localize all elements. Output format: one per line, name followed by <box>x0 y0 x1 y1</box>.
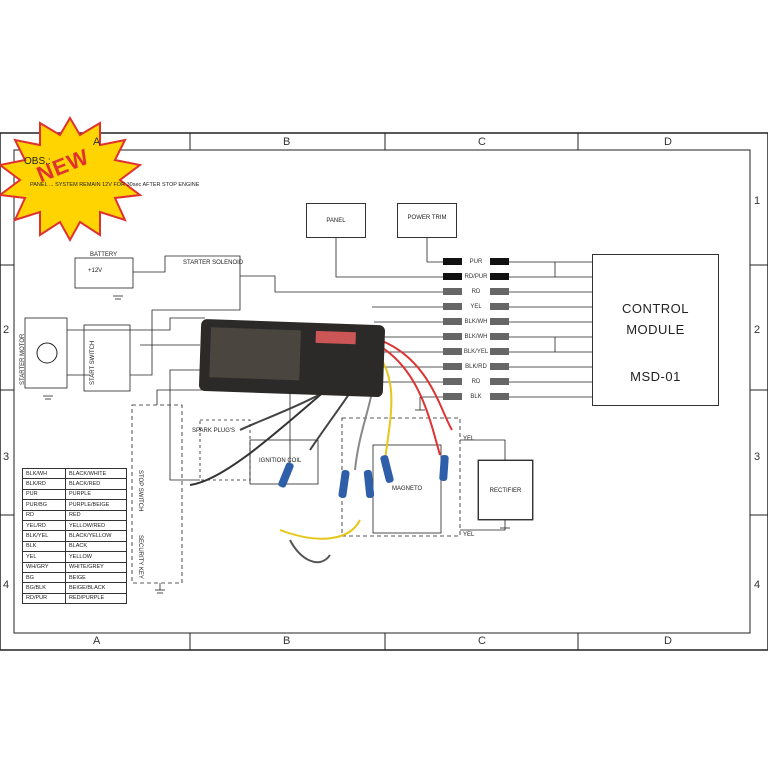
rectifier-label: RECTIFIER <box>489 488 522 494</box>
starter-motor-label: STARTER MOTOR <box>20 333 26 385</box>
legend-color-name: RED <box>65 509 127 521</box>
panel-box: PANEL <box>306 203 366 238</box>
battery-label: BATTERY <box>90 252 118 258</box>
legend-color-name: RED/PURPLE <box>65 592 127 605</box>
grid-row-3: 3 <box>754 451 761 463</box>
new-badge-starburst <box>0 116 143 243</box>
legend-code: PUR/BG <box>22 499 66 511</box>
grid-row-2-left: 2 <box>3 324 10 336</box>
grid-col-c-top: C <box>478 136 486 148</box>
legend-color-name: BLACK/WHITE <box>65 467 127 480</box>
legend-color-name: BEIGE <box>65 571 127 584</box>
grid-col-d-top: D <box>664 136 672 148</box>
battery-voltage: +12V <box>88 268 103 274</box>
wire-label-7: BLK/YEL <box>463 349 489 355</box>
legend-code: RD/PUR <box>22 592 66 605</box>
wire-label-9: RD <box>471 379 481 385</box>
legend-code: YEL <box>22 551 66 563</box>
wire-label-4: YEL <box>470 304 482 310</box>
legend-color-name: PURPLE/BEIGE <box>65 499 127 511</box>
legend-color-name: BLACK <box>65 540 127 553</box>
legend-code: RD <box>22 509 66 521</box>
stop-switch-label: STOP SWITCH <box>137 470 143 512</box>
control-module-box: CONTROL MODULE MSD-01 <box>592 254 719 406</box>
start-switch-label: START SWITCH <box>90 340 96 385</box>
legend-color-name: WHITE/GREY <box>65 561 127 573</box>
grid-col-b-bottom: B <box>283 635 291 647</box>
grid-row-1: 1 <box>754 195 761 207</box>
cdi-unit <box>199 319 385 398</box>
wire-label-10: BLK <box>470 394 482 400</box>
control-module-line1: CONTROL <box>621 301 690 316</box>
wire-label-6: BLK/WH <box>464 334 488 340</box>
connector-strip <box>443 258 509 400</box>
wire-label-8: BLK/RD <box>465 364 487 370</box>
legend-color-name: PURPLE <box>65 488 127 501</box>
terminal-caps <box>278 454 449 499</box>
legend-code: BG/BLK <box>22 582 66 594</box>
panel-label: PANEL <box>326 218 346 224</box>
grid-col-d-bottom: D <box>664 635 672 647</box>
rectifier-box: RECTIFIER <box>478 460 533 520</box>
legend-color-name: BEIGE/BLACK <box>65 582 127 594</box>
grid-col-a-bottom: A <box>93 635 101 647</box>
legend-color-name: YELLOW/RED <box>65 519 127 532</box>
control-module-line2: MODULE <box>626 322 685 337</box>
control-module-model: MSD-01 <box>630 369 681 384</box>
inner-frame <box>13 149 751 634</box>
legend-code: WH/GRY <box>22 561 66 573</box>
legend-code: BLK <box>22 540 66 553</box>
obs-note: PANEL ... SYSTEM REMAIN 12V FOR 30sec AF… <box>30 182 200 188</box>
legend-color-name: BLACK/RED <box>65 478 127 490</box>
power-trim-box: POWER TRIM <box>397 203 457 238</box>
grid-row-4: 4 <box>754 579 761 591</box>
legend-color-name: BLACK/YELLOW <box>65 530 127 542</box>
grid-row-4-left: 4 <box>3 579 10 591</box>
grid-row-3-left: 3 <box>3 451 10 463</box>
magneto-label: MAGNETO <box>392 486 423 492</box>
grid-col-b-top: B <box>283 136 291 148</box>
wire-label-1: PUR <box>469 259 483 265</box>
security-key-label: SECURITY KEY <box>137 535 143 579</box>
legend-code: YEL/RD <box>22 519 66 532</box>
grid-col-c-bottom: C <box>478 635 486 647</box>
legend-code: PUR <box>22 488 66 501</box>
obs-label: OBS.: <box>24 156 51 167</box>
legend-code: BLK/RD <box>22 478 66 490</box>
wire-label-3: RD <box>471 289 481 295</box>
grid-col-a-top: A <box>93 136 101 148</box>
legend-code: BLK/WH <box>22 467 66 480</box>
legend-color-name: YELLOW <box>65 551 127 563</box>
yel-label-2: YEL <box>463 532 475 538</box>
power-trim-label: POWER TRIM <box>407 215 447 221</box>
ignition-coil-label: IGNITION COIL <box>259 458 302 464</box>
grid-row-2: 2 <box>754 324 761 336</box>
starter-motor-icon <box>36 342 58 364</box>
legend-code: BLK/YEL <box>22 530 66 542</box>
wire-label-2: RD/PUR <box>464 274 488 280</box>
legend-code: BG <box>22 571 66 584</box>
spark-plug-label: SPARK PLUG'S <box>192 428 236 434</box>
yel-label-1: YEL <box>463 436 475 442</box>
starter-solenoid-label: STARTER SOLENOID <box>183 260 244 266</box>
wire-label-5: BLK/WH <box>464 319 488 325</box>
